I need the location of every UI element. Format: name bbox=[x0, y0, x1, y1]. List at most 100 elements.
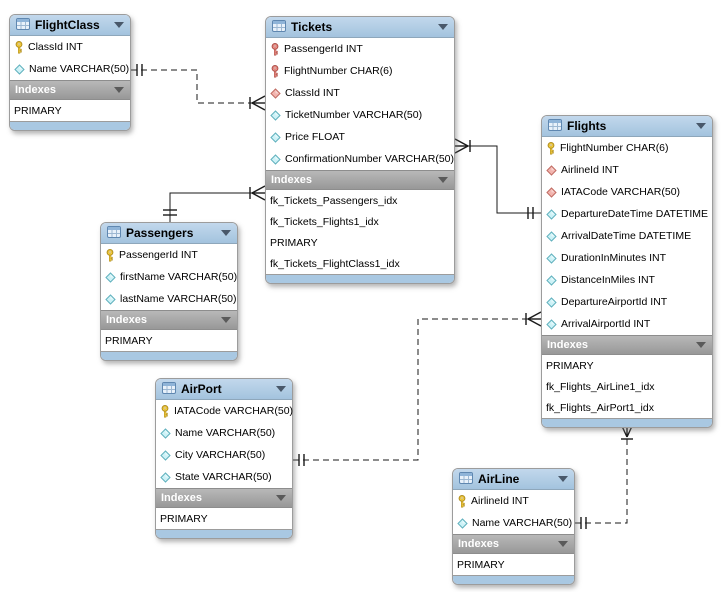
column-row[interactable]: State VARCHAR(50) bbox=[156, 466, 292, 488]
index-row[interactable]: PRIMARY bbox=[546, 359, 594, 372]
table-header[interactable]: Flights bbox=[542, 116, 712, 137]
column-row[interactable]: DepartureAirportId INT bbox=[542, 291, 712, 313]
index-row[interactable]: PRIMARY bbox=[105, 334, 153, 347]
column-row[interactable]: City VARCHAR(50) bbox=[156, 444, 292, 466]
indexes-section-header[interactable]: Indexes bbox=[101, 310, 237, 330]
column-row[interactable]: PassengerId INT bbox=[101, 244, 237, 266]
index-row[interactable]: PRIMARY bbox=[457, 558, 505, 571]
column-icon bbox=[546, 318, 557, 330]
indexes-chevron-icon[interactable] bbox=[558, 541, 568, 547]
table-footer bbox=[266, 274, 454, 283]
indexes-section-header[interactable]: Indexes bbox=[10, 80, 130, 100]
column-row[interactable]: IATACode VARCHAR(50) bbox=[156, 400, 293, 422]
table-icon bbox=[107, 225, 121, 241]
column-label: DepartureDateTime DATETIME bbox=[561, 208, 709, 220]
index-row[interactable]: fk_Tickets_FlightClass1_idx bbox=[270, 257, 400, 270]
column-icon bbox=[160, 449, 171, 461]
column-label: ConfirmationNumber VARCHAR(50) bbox=[285, 153, 455, 165]
relationship-Passengers-Tickets[interactable] bbox=[163, 185, 266, 222]
column-icon bbox=[546, 208, 557, 220]
column-icon bbox=[546, 230, 557, 242]
column-row[interactable]: Price FLOAT bbox=[266, 126, 454, 148]
relationship-AirPort-Flights[interactable] bbox=[293, 311, 542, 466]
relationship-AirLine-Flights[interactable] bbox=[575, 423, 634, 529]
indexes-section-header[interactable]: Indexes bbox=[453, 534, 574, 554]
table-footer bbox=[10, 121, 130, 130]
column-row[interactable]: FlightNumber CHAR(6) bbox=[542, 137, 712, 159]
column-label: Name VARCHAR(50) bbox=[29, 63, 130, 75]
column-row[interactable]: Name VARCHAR(50) bbox=[10, 58, 130, 80]
collapse-chevron-icon[interactable] bbox=[114, 22, 124, 28]
table-header[interactable]: FlightClass bbox=[10, 15, 130, 36]
column-icon bbox=[270, 153, 281, 165]
column-row[interactable]: DurationInMinutes INT bbox=[542, 247, 712, 269]
column-row[interactable]: DistanceInMiles INT bbox=[542, 269, 712, 291]
column-label: FlightNumber CHAR(6) bbox=[284, 65, 393, 77]
column-row[interactable]: ArrivalAirportId INT bbox=[542, 313, 712, 335]
column-label: ArrivalAirportId INT bbox=[561, 318, 651, 330]
indexes-section-header[interactable]: Indexes bbox=[542, 335, 712, 355]
table-header[interactable]: AirPort bbox=[156, 379, 292, 400]
column-row[interactable]: AirlineId INT bbox=[453, 490, 574, 512]
column-row[interactable]: ArrivalDateTime DATETIME bbox=[542, 225, 712, 247]
column-row[interactable]: TicketNumber VARCHAR(50) bbox=[266, 104, 454, 126]
table-title: Passengers bbox=[126, 226, 194, 240]
index-row[interactable]: PRIMARY bbox=[270, 236, 318, 249]
table-header[interactable]: Tickets bbox=[266, 17, 454, 38]
column-row[interactable]: ClassId INT bbox=[266, 82, 454, 104]
primary-key-icon bbox=[105, 248, 115, 262]
collapse-chevron-icon[interactable] bbox=[696, 123, 706, 129]
column-row[interactable]: FlightNumber CHAR(6) bbox=[266, 60, 454, 82]
collapse-chevron-icon[interactable] bbox=[438, 24, 448, 30]
table-icon bbox=[459, 471, 473, 487]
index-row[interactable]: PRIMARY bbox=[14, 104, 62, 117]
index-row[interactable]: fk_Tickets_Passengers_idx bbox=[270, 194, 398, 207]
primary-foreign-key-icon bbox=[270, 64, 280, 78]
indexes-section-header[interactable]: Indexes bbox=[156, 488, 292, 508]
index-row[interactable]: PRIMARY bbox=[160, 512, 208, 525]
column-row[interactable]: lastName VARCHAR(50) bbox=[101, 288, 237, 310]
index-row[interactable]: fk_Flights_AirLine1_idx bbox=[546, 380, 655, 393]
indexes-chevron-icon[interactable] bbox=[438, 177, 448, 183]
column-row[interactable]: IATACode VARCHAR(50) bbox=[542, 181, 712, 203]
table-header[interactable]: AirLine bbox=[453, 469, 574, 490]
column-row[interactable]: firstName VARCHAR(50) bbox=[101, 266, 237, 288]
column-icon bbox=[546, 296, 557, 308]
column-row[interactable]: DepartureDateTime DATETIME bbox=[542, 203, 712, 225]
column-row[interactable]: ClassId INT bbox=[10, 36, 130, 58]
indexes-chevron-icon[interactable] bbox=[276, 495, 286, 501]
index-row[interactable]: fk_Tickets_Flights1_idx bbox=[270, 215, 379, 228]
indexes-chevron-icon[interactable] bbox=[696, 342, 706, 348]
column-row[interactable]: Name VARCHAR(50) bbox=[156, 422, 292, 444]
relationship-FlightClass-Tickets[interactable] bbox=[131, 64, 266, 111]
column-row[interactable]: AirlineId INT bbox=[542, 159, 712, 181]
indexes-chevron-icon[interactable] bbox=[221, 317, 231, 323]
column-icon bbox=[270, 109, 281, 121]
foreign-key-icon bbox=[270, 87, 281, 99]
column-row[interactable]: Name VARCHAR(50) bbox=[453, 512, 574, 534]
column-row[interactable]: PassengerId INT bbox=[266, 38, 454, 60]
column-label: DistanceInMiles INT bbox=[561, 274, 655, 286]
primary-key-icon bbox=[14, 40, 24, 54]
table-icon bbox=[548, 118, 562, 134]
indexes-label: Indexes bbox=[458, 538, 499, 550]
index-row[interactable]: fk_Flights_AirPort1_idx bbox=[546, 401, 654, 414]
indexes-section-header[interactable]: Indexes bbox=[266, 170, 454, 190]
table-header[interactable]: Passengers bbox=[101, 223, 237, 244]
relationship-Flights-Tickets[interactable] bbox=[454, 138, 541, 219]
collapse-chevron-icon[interactable] bbox=[276, 386, 286, 392]
table-title: AirPort bbox=[181, 382, 222, 396]
column-label: AirlineId INT bbox=[471, 495, 529, 507]
table-footer bbox=[156, 529, 292, 538]
column-row[interactable]: ConfirmationNumber VARCHAR(50) bbox=[266, 148, 454, 170]
collapse-chevron-icon[interactable] bbox=[558, 476, 568, 482]
table-icon bbox=[272, 19, 286, 35]
indexes-chevron-icon[interactable] bbox=[114, 87, 124, 93]
collapse-chevron-icon[interactable] bbox=[221, 230, 231, 236]
